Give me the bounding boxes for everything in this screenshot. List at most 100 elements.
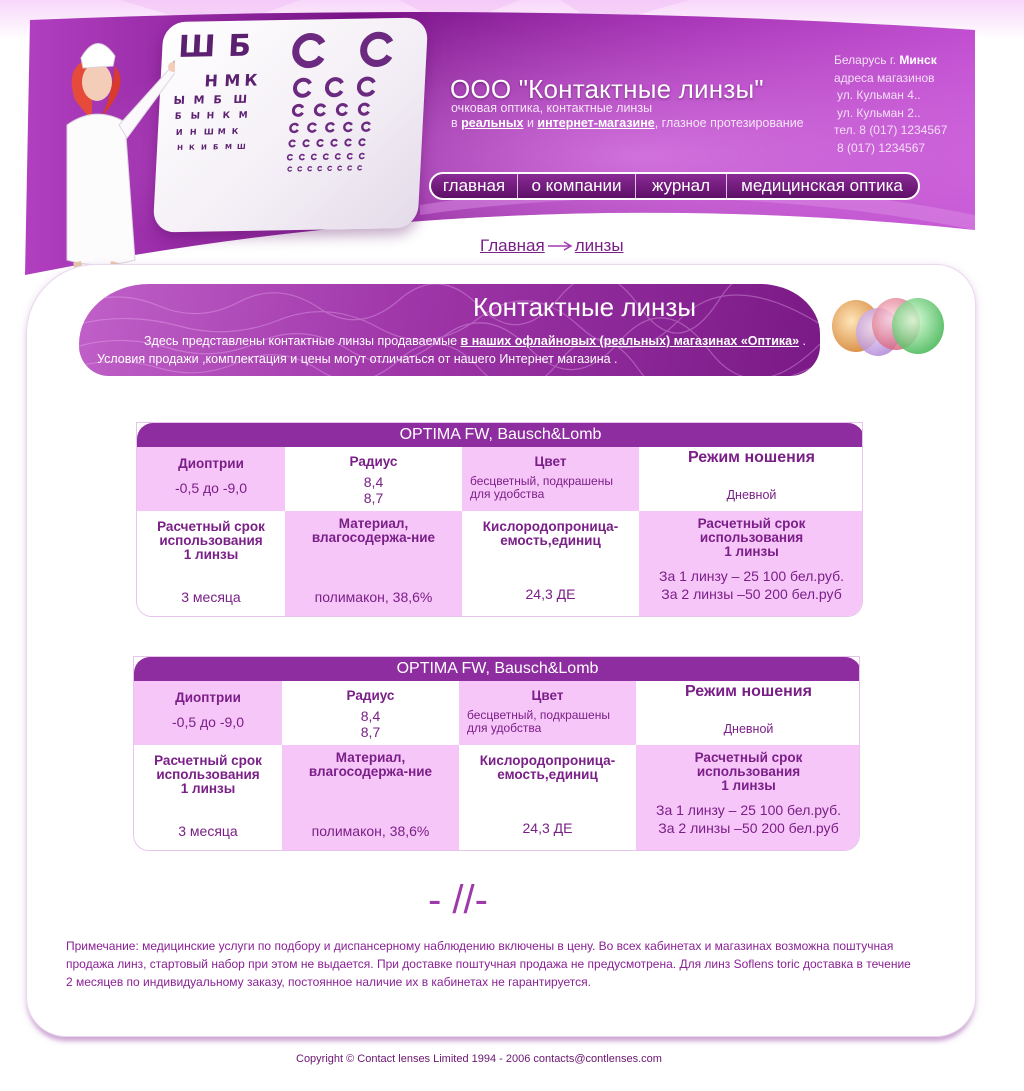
section-separator: - //- [428,878,488,922]
diopters-cell: Диоптрии -0,5 до -9,0 [137,447,285,511]
eye-chart-letter: К [243,70,259,90]
color-cell: Цвет бесцветный, подкрашены для удобства [459,681,636,745]
eye-chart-letter: Б [212,143,219,152]
usage-term-cell: Расчетный срок использования 1 линзы 3 м… [137,511,285,616]
country-label: Беларусь г. [834,53,900,67]
intro-disclaimer: Условия продажи ,комплектация и цены мог… [97,352,618,366]
eye-chart-letter: Ш [236,142,246,151]
color-value: для удобства [467,721,542,735]
header: Ш Б Н М К Ы М Б Ш Б Ы Н К М И Н Ш М К Н … [0,0,1024,280]
price-label: 1 линзы [721,778,776,793]
price-value: За 2 линзы –50 200 бел.руб [658,820,839,836]
eye-chart-letter: Н [176,143,184,153]
company-title: ООО "Контактные линзы" [450,74,764,104]
breadcrumb-home-link[interactable]: Главная [480,236,545,255]
product-table: OPTIMA FW, Bausch&Lomb Диоптрии -0,5 до … [133,656,860,851]
nav-item-home[interactable]: главная [431,174,518,198]
radius-value: 8,4 [363,474,384,490]
arrow-right-icon [547,241,573,251]
color-value: для удобства [470,487,545,501]
city-label: Минск [899,53,937,67]
price-value: За 2 линзы –50 200 бел.руб [661,586,842,602]
wear-mode-cell: Режим ношения Дневной [636,681,859,745]
product-title: OPTIMA FW, Bausch&Lomb [134,657,859,681]
color-value: бесцветный, подкрашены [470,474,613,488]
radius-cell: Радиус 8,4 8,7 [282,681,459,745]
oxygen-cell: Кислородопроница- емость,единиц 24,3 ДЕ [459,745,636,850]
eye-chart-letter: М [224,143,233,152]
content-panel [26,264,976,1037]
intro-text: Здесь представлены контактные линзы прод… [144,334,806,348]
eye-chart-letter: М [217,127,227,137]
nav-item-medical-optics[interactable]: медицинская оптика [741,176,903,195]
main-navigation: главная о компании журнал медицинская оп… [429,172,920,200]
eye-chart-letter: Ш [177,29,217,65]
wear-mode-label: Режим ношения [685,683,812,700]
banner-texture [79,284,820,376]
radius-label: Радиус [349,454,398,469]
oxygen-value: 24,3 ДЕ [525,586,576,602]
eye-chart-letter: Б [213,93,223,107]
nav-item-journal[interactable]: журнал [636,174,727,198]
material-label: влагосодержа-ние [311,530,436,545]
offline-stores-link[interactable]: реальных [461,116,524,130]
breadcrumb-current-link[interactable]: линзы [574,236,624,255]
eye-chart-letter: Н [206,111,215,122]
oxygen-cell: Кислородопроница- емость,единиц 24,3 ДЕ [462,511,639,616]
diopters-label: Диоптрии [178,456,244,471]
usage-term-label: 1 линзы [180,781,236,796]
nav-item-about[interactable]: о компании [518,174,636,198]
breadcrumb: Главная линзы [480,236,624,256]
usage-term-value: 3 месяца [178,823,238,839]
eye-chart-letter: Н [189,127,197,137]
color-value: бесцветный, подкрашены [467,708,610,722]
diopters-cell: Диоптрии -0,5 до -9,0 [134,681,282,745]
online-store-link[interactable]: интернет-магазине [537,116,655,130]
note-text: Примечание: медицинские услуги по подбор… [66,939,911,989]
eye-chart-letter: Ш [203,127,214,137]
eye-chart-letter: И [200,143,208,152]
wear-mode-value: Дневной [726,488,777,502]
radius-value: 8,7 [360,724,381,740]
material-label: Материал, [335,750,406,765]
price-label: Расчетный срок [694,750,803,765]
price-value: За 1 линзу – 25 100 бел.руб. [655,802,841,818]
eye-chart-letter: Б [227,28,253,65]
material-label: влагосодержа-ние [308,764,433,779]
eye-chart-letter: К [188,143,195,152]
offline-stores-intro-link[interactable]: в наших офлайновых (реальных) магазинах … [460,334,800,348]
product-title: OPTIMA FW, Bausch&Lomb [137,423,862,447]
diopters-value: -0,5 до -9,0 [175,480,247,496]
intro-prefix: Здесь представлены контактные линзы прод… [144,334,461,348]
contact-lenses-image [832,298,944,356]
usage-term-label: 1 линзы [183,547,239,562]
wear-mode-value: Дневной [723,722,774,736]
oxygen-label: емость,единиц [497,767,598,782]
wear-mode-label: Режим ношения [688,449,815,466]
eye-chart-letter: Н [204,71,219,91]
eye-chart-letter: М [223,70,241,91]
price-cell: Расчетный срок использования 1 линзы За … [639,511,862,616]
oxygen-label: Кислородопроница- [479,753,616,768]
landolt-ring-chart [286,31,394,172]
tagline-prefix: в [451,116,462,130]
color-cell: Цвет бесцветный, подкрашены для удобства [462,447,639,511]
material-cell: Материал, влагосодержа-ние полимакон, 38… [282,745,459,850]
radius-value: 8,7 [363,490,384,506]
eye-chart-letter: Б [174,111,182,123]
copyright: Copyright © Contact lenses Limited 1994 … [296,1053,662,1065]
oxygen-value: 24,3 ДЕ [522,820,573,836]
oxygen-label: Кислородопроница- [482,519,619,534]
price-value: За 1 линзу – 25 100 бел.руб. [658,568,844,584]
section-banner [79,284,820,376]
material-value: полимакон, 38,6% [311,823,430,839]
phone-1: тел. 8 (017) 1234567 [834,123,948,137]
eye-chart-letter: И [175,127,183,138]
tagline-links: в реальных и интернет-магазине, глазное … [451,116,804,130]
material-cell: Материал, влагосодержа-ние полимакон, 38… [285,511,462,616]
diopters-value: -0,5 до -9,0 [172,714,244,730]
eye-chart-letter: Ш [233,92,248,106]
price-cell: Расчетный срок использования 1 линзы За … [636,745,859,850]
eye-chart-letter: Ы [173,93,186,108]
address-1: ул. Кульман 4.. [837,88,921,102]
